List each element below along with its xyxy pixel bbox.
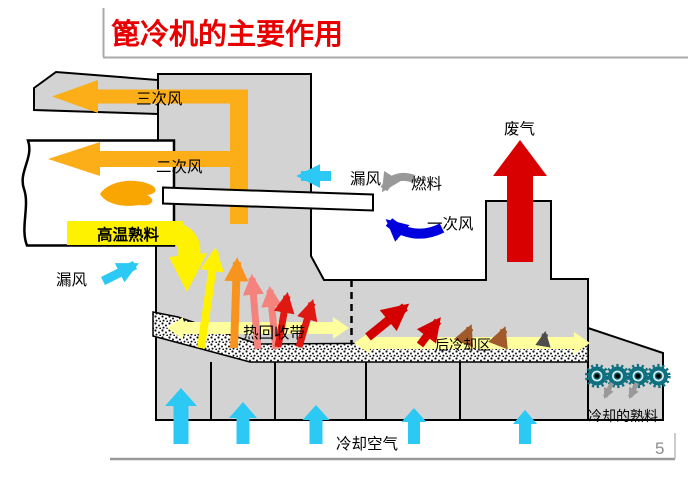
heat-arrow-brown — [453, 324, 474, 348]
cooling-air-arrow — [513, 410, 537, 444]
burner-pipe — [162, 186, 374, 212]
undergrate-chamber-dividers — [210, 361, 461, 419]
crusher-roller — [584, 363, 610, 389]
heat-arrow-brown — [488, 326, 508, 350]
label-after-cooling-zone: 后冷却区 — [435, 337, 491, 353]
primary-air-arrow — [385, 218, 445, 242]
air-duct-arrows — [48, 80, 248, 224]
label-leak-air-left: 漏风 — [56, 271, 88, 289]
hot-clinker-band — [67, 221, 183, 245]
leak-air-left-arrow — [100, 260, 139, 286]
label-leak-air-right: 漏风 — [350, 170, 382, 188]
label-primary-air: 一次风 — [427, 215, 474, 233]
heat-arrow-gray — [535, 330, 551, 348]
label-hot-clinker: 高温熟料 — [97, 225, 160, 244]
clinker-crusher-rollers — [584, 363, 671, 399]
clinker-bed — [152, 311, 589, 363]
clinker-drop-arrow — [602, 381, 615, 399]
page-title: 篦冷机的主要作用 — [111, 17, 343, 51]
hot-clinker-arrow — [67, 221, 207, 292]
heat-arrow-salmon — [242, 273, 264, 350]
crusher-roller — [625, 363, 651, 389]
label-cooled-clinker: 冷却的熟料 — [588, 408, 658, 424]
heat-arrow-deep-red — [365, 303, 410, 341]
heat-arrow-red — [273, 291, 295, 348]
tertiary-air-arrow-head — [52, 80, 98, 113]
label-exhaust-gas: 废气 — [504, 120, 535, 138]
heat-arrow-salmon — [261, 285, 283, 350]
clinker-drop-arrow — [627, 381, 640, 399]
exhaust-gas-arrow — [493, 140, 547, 262]
secondary-air-arrow-shaft — [98, 151, 238, 167]
heat-arrow-red — [295, 298, 318, 348]
hot-clinker-arrow-head — [169, 253, 207, 292]
crusher-roller — [646, 363, 671, 389]
label-heat-recovery-zone: 热回收带 — [243, 324, 305, 342]
cooling-air-arrow — [165, 388, 197, 444]
heat-arrow-orange — [224, 257, 249, 349]
heat-arrow-deep-red — [416, 317, 442, 348]
fuel-arrow — [380, 170, 416, 193]
tertiary-air-arrow-shaft — [96, 89, 248, 104]
cooling-air-arrow — [302, 405, 330, 444]
page-number: 5 — [655, 439, 664, 458]
label-fuel: 燃料 — [411, 175, 442, 193]
label-tertiary-air: 三次风 — [136, 90, 183, 108]
crusher-roller — [605, 363, 630, 389]
cooling-air-arrows — [165, 388, 537, 444]
cooling-air-arrow — [229, 402, 257, 444]
flame-icon — [100, 180, 156, 206]
heat-arrow-yellow — [197, 247, 225, 349]
cooling-air-arrow — [401, 408, 427, 444]
label-cooling-air: 冷却空气 — [336, 435, 398, 453]
secondary-air-arrow-head — [48, 142, 100, 176]
label-secondary-air: 二次风 — [156, 158, 203, 176]
bed-heat-arrows — [197, 247, 551, 350]
